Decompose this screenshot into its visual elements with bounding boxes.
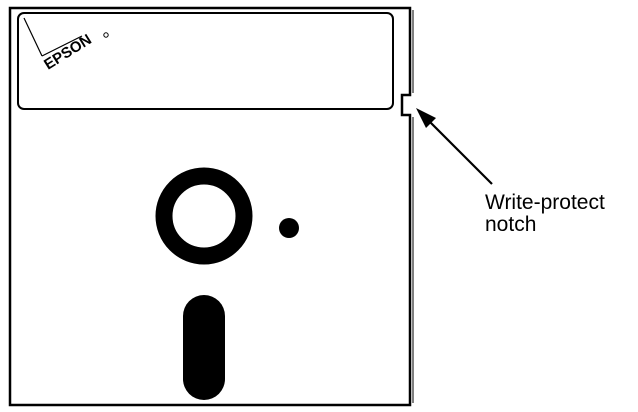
disk-label-area [18, 13, 393, 109]
callout-arrow-line [428, 120, 492, 184]
index-hole [279, 218, 299, 238]
brand-registered-mark [104, 33, 108, 37]
head-access-slot [183, 295, 225, 400]
hub-ring [164, 176, 244, 256]
write-protect-notch-label: Write-protect notch [485, 192, 605, 236]
callout-line-2: notch [485, 214, 605, 236]
callout-line-1: Write-protect [485, 192, 605, 214]
label-corner-line [24, 18, 42, 56]
